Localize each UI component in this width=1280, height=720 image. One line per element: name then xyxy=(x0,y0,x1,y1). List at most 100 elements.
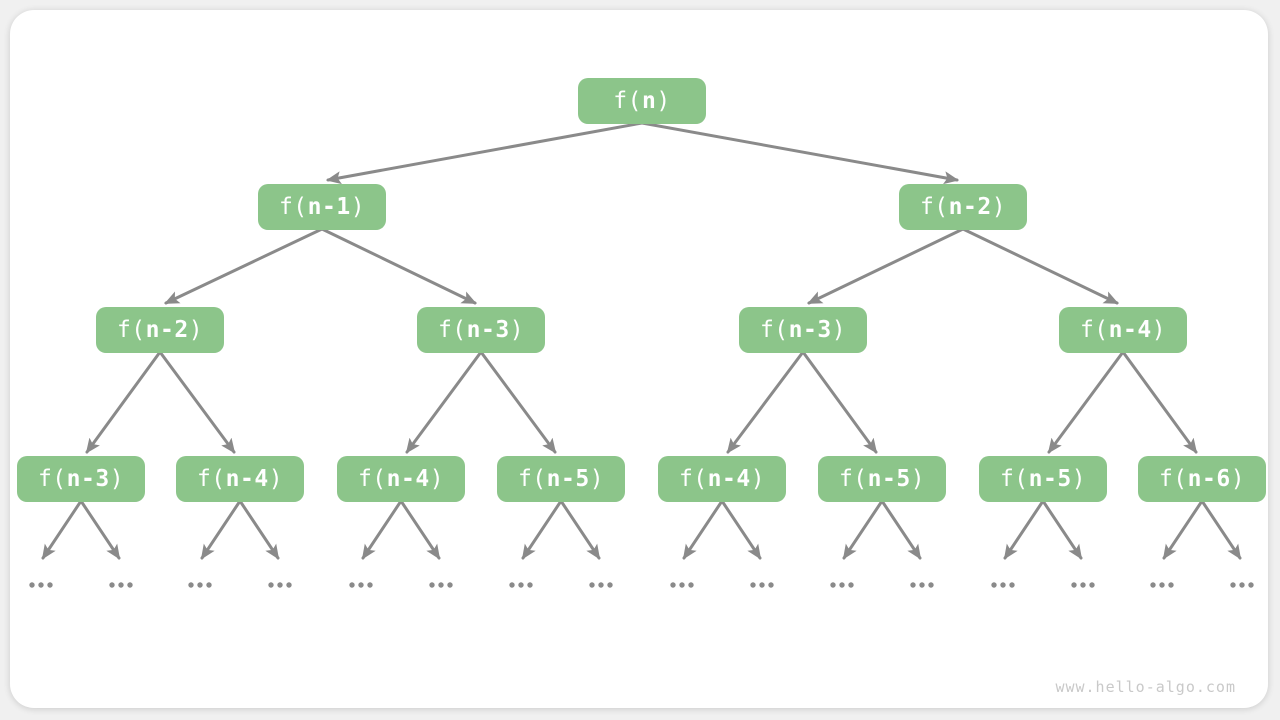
node-label-suffix: ) xyxy=(910,466,926,492)
node-label-var: n-4 xyxy=(1108,317,1152,343)
tree-node-n2: f(n-2) xyxy=(899,184,1027,230)
node-label-prefix: f( xyxy=(1158,466,1188,492)
node-label-prefix: f( xyxy=(357,466,387,492)
tree-node-n6: f(n-4) xyxy=(1059,307,1187,353)
node-label-suffix: ) xyxy=(1071,466,1087,492)
node-label-prefix: f( xyxy=(759,317,789,343)
node-label-var: n-1 xyxy=(307,194,351,220)
node-label-suffix: ) xyxy=(991,194,1007,220)
tree-edge-arrow xyxy=(1047,350,1125,454)
tree-node-n4: f(n-3) xyxy=(417,307,545,353)
node-label-prefix: f( xyxy=(1079,317,1109,343)
node-label-suffix: ) xyxy=(509,317,525,343)
node-label-suffix: ) xyxy=(750,466,766,492)
ellipsis-dots xyxy=(1071,582,1095,588)
ellipsis-dots xyxy=(830,582,854,588)
tree-edge-arrow xyxy=(640,121,959,185)
tree-edge-arrow xyxy=(726,350,805,454)
node-label-suffix: ) xyxy=(589,466,605,492)
node-label-suffix: ) xyxy=(188,317,204,343)
node-label-prefix: f( xyxy=(437,317,467,343)
ellipsis-dots xyxy=(910,582,934,588)
node-label-suffix: ) xyxy=(831,317,847,343)
node-label-var: n-4 xyxy=(225,466,269,492)
ellipsis-dots xyxy=(188,582,212,588)
ellipsis-dots xyxy=(509,582,533,588)
tree-edge-arrow xyxy=(85,350,162,454)
tree-edge-arrow xyxy=(164,227,324,305)
ellipsis-dots xyxy=(1230,582,1254,588)
node-label-prefix: f( xyxy=(196,466,226,492)
tree-edge-arrow xyxy=(320,227,477,305)
node-label-var: n-4 xyxy=(386,466,430,492)
ellipsis-dots xyxy=(29,582,53,588)
node-label-suffix: ) xyxy=(109,466,125,492)
tree-node-n12: f(n-5) xyxy=(818,456,946,502)
tree-edge-arrow xyxy=(405,350,483,454)
tree-edge-arrow xyxy=(479,350,557,454)
node-label-prefix: f( xyxy=(838,466,868,492)
node-label-var: n-3 xyxy=(466,317,510,343)
ellipsis-dots xyxy=(268,582,292,588)
tree-node-n3: f(n-2) xyxy=(96,307,224,353)
node-label-var: n-2 xyxy=(948,194,992,220)
node-label-suffix: ) xyxy=(1151,317,1167,343)
node-label-prefix: f( xyxy=(116,317,146,343)
node-label-var: n-5 xyxy=(1028,466,1072,492)
tree-edge-arrow xyxy=(880,499,922,560)
node-label-prefix: f( xyxy=(613,88,642,114)
node-label-prefix: f( xyxy=(919,194,949,220)
tree-node-n5: f(n-3) xyxy=(739,307,867,353)
tree-edge-arrow xyxy=(720,499,762,560)
ellipsis-dots xyxy=(750,582,774,588)
node-label-suffix: ) xyxy=(656,88,671,114)
tree-edge-arrow xyxy=(559,499,601,560)
node-label-prefix: f( xyxy=(678,466,708,492)
tree-edge-arrow xyxy=(801,350,878,454)
watermark-text: www.hello-algo.com xyxy=(1055,678,1236,696)
node-label-var: n-6 xyxy=(1187,466,1231,492)
tree-node-n14: f(n-6) xyxy=(1138,456,1266,502)
node-label-var: n-3 xyxy=(66,466,110,492)
node-label-prefix: f( xyxy=(37,466,67,492)
diagram-card xyxy=(10,10,1268,708)
ellipsis-dots xyxy=(109,582,133,588)
node-label-suffix: ) xyxy=(429,466,445,492)
node-label-var: n-5 xyxy=(867,466,911,492)
tree-edge-arrow xyxy=(79,499,121,560)
tree-edge-arrow xyxy=(682,499,724,560)
tree-node-n13: f(n-5) xyxy=(979,456,1107,502)
ellipsis-dots xyxy=(429,582,453,588)
ellipsis-dots xyxy=(991,582,1015,588)
tree-edge-arrow xyxy=(200,499,242,560)
tree-node-n11: f(n-4) xyxy=(658,456,786,502)
node-label-prefix: f( xyxy=(517,466,547,492)
tree-edge-arrow xyxy=(1200,499,1242,560)
tree-node-n9: f(n-4) xyxy=(337,456,465,502)
ellipsis-dots xyxy=(589,582,613,588)
node-label-suffix: ) xyxy=(268,466,284,492)
tree-edge-arrow xyxy=(399,499,441,560)
node-label-var: n-2 xyxy=(145,317,189,343)
tree-edge-arrow xyxy=(326,121,644,185)
node-label-prefix: f( xyxy=(278,194,308,220)
tree-edge-arrow xyxy=(842,499,884,560)
node-label-var: n-3 xyxy=(788,317,832,343)
tree-edge-arrow xyxy=(238,499,280,560)
tree-edge-arrow xyxy=(807,227,965,305)
tree-edge-arrow xyxy=(361,499,403,560)
ellipsis-dots xyxy=(1150,582,1174,588)
tree-node-n10: f(n-5) xyxy=(497,456,625,502)
tree-edge-arrow xyxy=(961,227,1119,305)
ellipsis-dots xyxy=(670,582,694,588)
node-label-var: n-5 xyxy=(546,466,590,492)
tree-edge-arrow xyxy=(158,350,236,454)
ellipsis-dots xyxy=(349,582,373,588)
tree-node-n8: f(n-4) xyxy=(176,456,304,502)
node-label-var: n-4 xyxy=(707,466,751,492)
tree-edge-arrow xyxy=(1121,350,1198,454)
tree-edge-arrow xyxy=(521,499,563,560)
tree-node-n1: f(n-1) xyxy=(258,184,386,230)
